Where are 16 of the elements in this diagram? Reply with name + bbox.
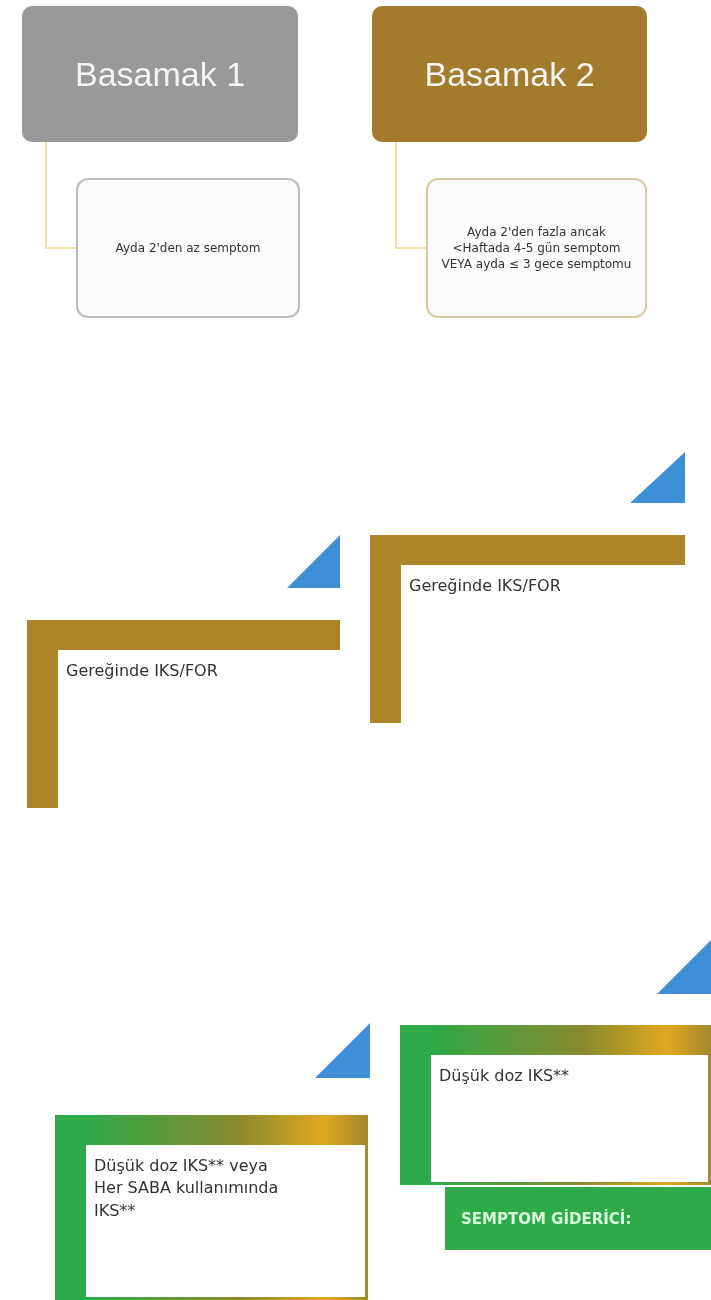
- step-text: Düşük doz IKS** veya Her SABA kullanımında IKS**: [94, 1156, 279, 1220]
- step-text: Gereğinde IKS/FOR: [66, 661, 218, 680]
- description-box: [426, 178, 647, 318]
- step-text: Gereğinde IKS/FOR: [409, 576, 561, 595]
- connector-line: [395, 141, 427, 249]
- step-text: Düşük doz IKS**: [439, 1066, 570, 1085]
- label-bar: SEMPTOM GİDERİCİ:: [445, 1187, 711, 1250]
- connector-line: [45, 141, 77, 249]
- step-header-box: Basamak 2: [372, 6, 647, 142]
- stair-step: [55, 1115, 368, 1300]
- stair-step: [370, 535, 685, 723]
- description-box: [76, 178, 300, 318]
- step-text: Ayda 2'den az semptom: [115, 239, 261, 257]
- step-text: Ayda 2'den fazla ancak <Haftada 4-5 gün semptom VEYA ayda ≤ 3 gece semptomu: [440, 223, 633, 273]
- stair-step: [27, 620, 340, 808]
- step-header-box: Basamak 1: [22, 6, 298, 142]
